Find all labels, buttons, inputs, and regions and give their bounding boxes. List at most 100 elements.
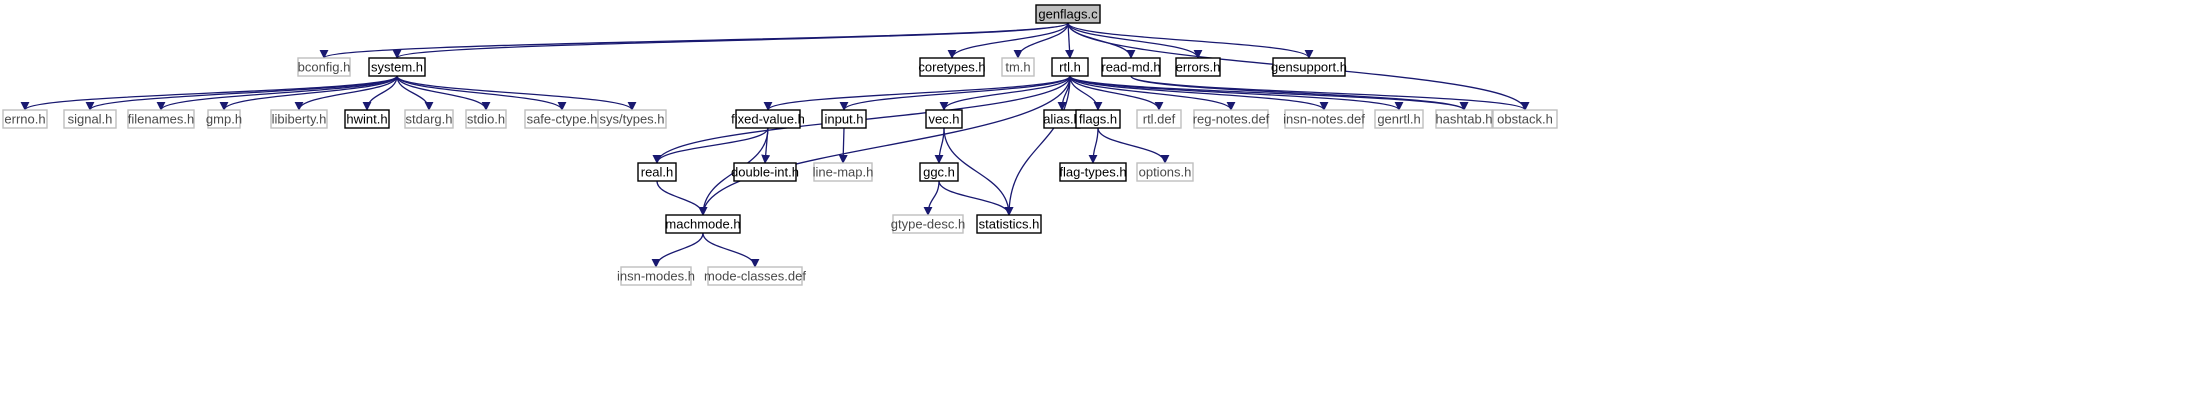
node-insn-modes: insn-modes.h <box>617 266 695 286</box>
node-label: vec.h <box>928 112 959 127</box>
node-gensupport[interactable]: gensupport.h <box>1271 57 1347 77</box>
node-line-map: line-map.h <box>813 162 873 182</box>
edge-machmode-to-insn-modes <box>651 232 704 268</box>
node-coretypes[interactable]: coretypes.h <box>918 57 986 77</box>
edge-fixed-value-to-real <box>652 127 769 164</box>
node-ggc[interactable]: ggc.h <box>919 162 959 182</box>
node-tm: tm.h <box>1001 57 1035 77</box>
node-machmode[interactable]: machmode.h <box>665 214 741 234</box>
edge-system-to-hwint <box>362 75 398 111</box>
node-vec[interactable]: vec.h <box>925 109 963 129</box>
node-box <box>297 57 351 77</box>
node-insn-notes: insn-notes.def <box>1283 109 1365 129</box>
edge-rtl-to-input <box>839 75 1071 111</box>
node-label: obstack.h <box>1497 112 1553 127</box>
node-gtype-desc: gtype-desc.h <box>891 214 965 234</box>
edge-flags-to-options <box>1097 127 1170 164</box>
node-box <box>620 266 692 286</box>
node-sys-types: sys/types.h <box>597 109 667 129</box>
node-options: options.h <box>1136 162 1194 182</box>
node-flag-types[interactable]: flag-types.h <box>1059 162 1127 182</box>
edge-system-to-libiberty <box>294 75 398 111</box>
node-box <box>821 109 867 129</box>
node-label: errno.h <box>4 112 45 127</box>
node-double-int[interactable]: double-int.h <box>731 162 799 182</box>
node-box <box>1059 162 1127 182</box>
node-box <box>919 162 959 182</box>
dependency-edges <box>20 22 1530 268</box>
node-real[interactable]: real.h <box>637 162 677 182</box>
node-box <box>735 109 801 129</box>
node-box <box>2 109 48 129</box>
node-errno: errno.h <box>2 109 48 129</box>
node-safe-ctype: safe-ctype.h <box>524 109 600 129</box>
node-label: bconfig.h <box>298 60 351 75</box>
node-input[interactable]: input.h <box>821 109 867 129</box>
node-box <box>1101 57 1161 77</box>
node-statistics[interactable]: statistics.h <box>976 214 1042 234</box>
node-hwint[interactable]: hwint.h <box>344 109 390 129</box>
node-label: genflags.c <box>1038 7 1098 22</box>
node-label: gtype-desc.h <box>891 217 965 232</box>
node-system[interactable]: system.h <box>368 57 426 77</box>
node-label: mode-classes.def <box>704 269 806 284</box>
node-box <box>665 214 741 234</box>
node-label: reg-notes.def <box>1193 112 1270 127</box>
node-label: insn-modes.h <box>617 269 695 284</box>
node-box <box>1001 57 1035 77</box>
edge-genflags-to-system <box>392 22 1069 59</box>
node-label: genrtl.h <box>1377 112 1420 127</box>
node-label: system.h <box>371 60 423 75</box>
edge-input-to-line-map <box>838 127 848 164</box>
node-box <box>597 109 667 129</box>
edge-ggc-to-statistics <box>938 180 1014 216</box>
node-box <box>368 57 426 77</box>
node-read-md[interactable]: read-md.h <box>1101 57 1161 77</box>
edge-rtl-to-statistics <box>1004 75 1071 216</box>
node-box <box>207 109 241 129</box>
edge-read-md-to-obstack <box>1130 75 1530 111</box>
node-label: statistics.h <box>979 217 1040 232</box>
node-label: filenames.h <box>128 112 194 127</box>
node-box <box>127 109 195 129</box>
edge-genflags-to-rtl <box>1065 22 1075 59</box>
node-box <box>1136 162 1194 182</box>
edge-machmode-to-mode-classes <box>702 232 760 268</box>
node-label: alias.h <box>1043 112 1081 127</box>
node-errors[interactable]: errors.h <box>1175 57 1221 77</box>
node-flags[interactable]: flags.h <box>1075 109 1121 129</box>
node-box <box>976 214 1042 234</box>
node-label: rtl.h <box>1059 60 1081 75</box>
node-gmp: gmp.h <box>206 109 242 129</box>
node-label: insn-notes.def <box>1283 112 1365 127</box>
edge-flags-to-flag-types <box>1088 127 1099 164</box>
node-fixed-value[interactable]: fixed-value.h <box>731 109 805 129</box>
edge-read-md-to-hashtab <box>1130 75 1469 111</box>
edge-vec-to-ggc <box>934 127 945 164</box>
node-box <box>1136 109 1182 129</box>
edge-system-to-safe-ctype <box>396 75 567 111</box>
node-label: tm.h <box>1005 60 1030 75</box>
node-obstack: obstack.h <box>1492 109 1558 129</box>
node-box <box>637 162 677 182</box>
node-genflags[interactable]: genflags.c <box>1035 4 1101 24</box>
node-box <box>707 266 803 286</box>
edge-genflags-to-coretypes <box>947 22 1069 59</box>
node-label: gensupport.h <box>1271 60 1347 75</box>
node-box <box>925 109 963 129</box>
node-label: signal.h <box>68 112 113 127</box>
node-box <box>1075 109 1121 129</box>
edge-rtl-to-machmode <box>698 75 1071 216</box>
node-box <box>270 109 328 129</box>
edge-rtl-to-reg-notes <box>1069 75 1236 111</box>
edge-system-to-signal <box>85 75 398 111</box>
edge-rtl-to-hashtab <box>1069 75 1469 111</box>
node-box <box>465 109 507 129</box>
edge-system-to-errno <box>20 75 398 111</box>
edge-system-to-stdio <box>396 75 491 111</box>
node-rtl[interactable]: rtl.h <box>1051 57 1089 77</box>
node-rtl-def: rtl.def <box>1136 109 1182 129</box>
node-box <box>1035 4 1101 24</box>
node-alias[interactable]: alias.h <box>1043 109 1081 129</box>
